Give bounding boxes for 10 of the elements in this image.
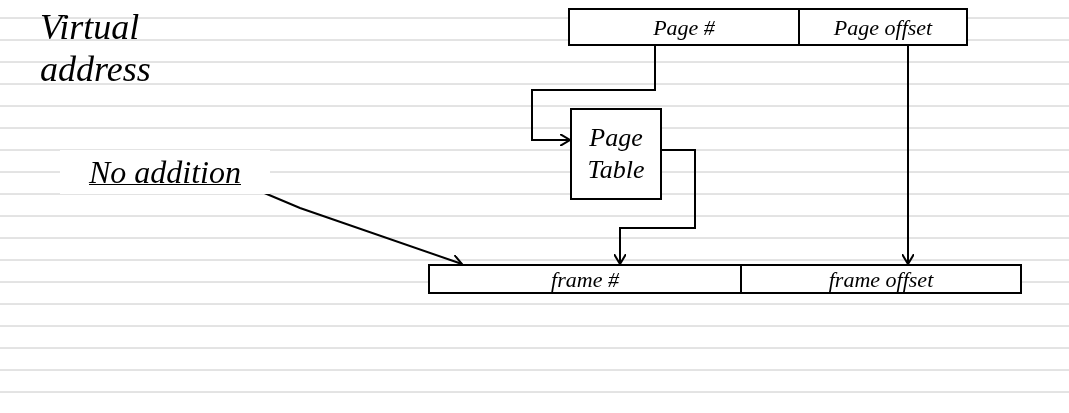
memory-field-box: frame # [428, 264, 742, 294]
arrow [613, 149, 696, 265]
title-label: Virtual address [40, 6, 152, 90]
memory-field-box: Page offset [798, 8, 968, 46]
memory-field-box: frame offset [740, 264, 1022, 294]
memory-field-box: Page Table [570, 108, 662, 200]
arrow [901, 45, 915, 265]
memory-field-box: Page # [568, 8, 800, 46]
note-text: No addition [60, 150, 270, 194]
arrow [531, 45, 656, 147]
